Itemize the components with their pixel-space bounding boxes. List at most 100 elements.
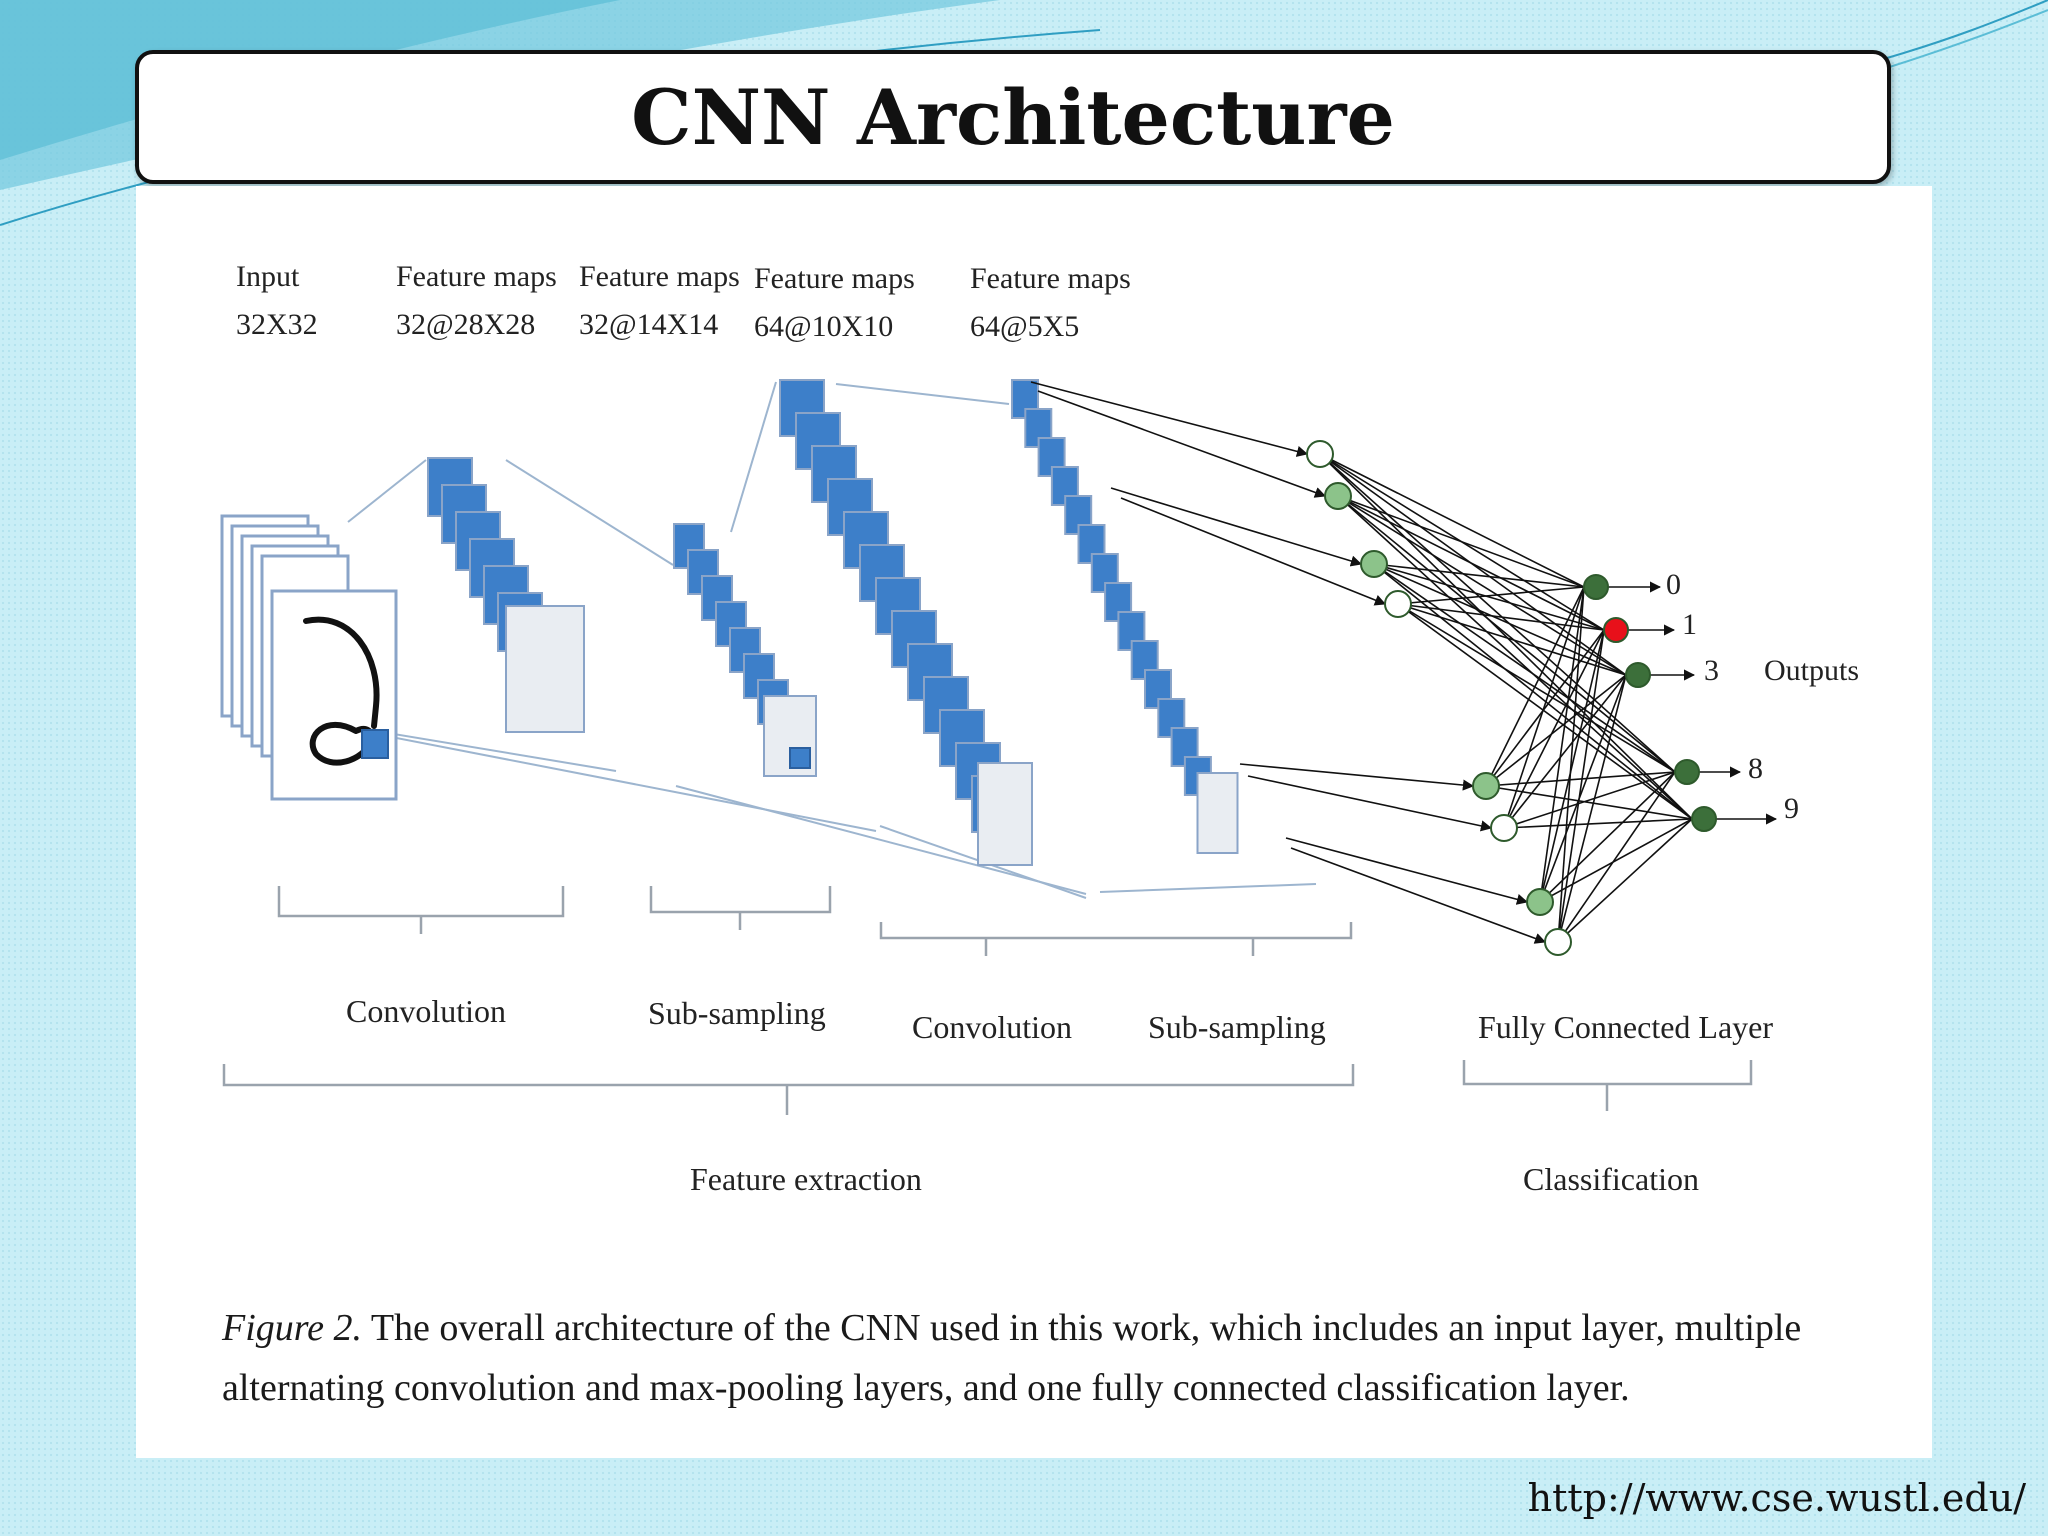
fully-connected-edges bbox=[1030, 381, 1778, 944]
layer-label-input-size: 32X32 bbox=[236, 308, 318, 341]
fully-connected-nodes bbox=[1306, 440, 1717, 956]
operation-convolution-2: Convolution bbox=[912, 1009, 1072, 1045]
group-classification: Classification bbox=[1523, 1161, 1699, 1197]
operation-convolution-1: Convolution bbox=[346, 993, 506, 1029]
output-labels: 0 1 3 Outputs 8 9 bbox=[1666, 568, 1859, 825]
layer-label-c1-size: 32@28X28 bbox=[396, 308, 535, 341]
layer-label-s1-size: 32@14X14 bbox=[579, 308, 718, 341]
connection-line bbox=[1539, 629, 1605, 903]
connection-line bbox=[1485, 771, 1676, 787]
figure-caption: Figure 2. The overall architecture of th… bbox=[222, 1298, 1882, 1418]
output-label-1: 1 bbox=[1682, 608, 1697, 641]
output-neuron bbox=[1674, 759, 1700, 785]
hidden-neuron bbox=[1544, 928, 1572, 956]
group-feature-extraction: Feature extraction bbox=[690, 1161, 922, 1197]
connection-line bbox=[1397, 603, 1627, 676]
connection-line bbox=[1397, 603, 1693, 820]
output-label-9: 9 bbox=[1784, 792, 1799, 825]
feature-map-stack-c2 bbox=[779, 379, 1033, 866]
connection-line bbox=[1319, 453, 1676, 773]
connection-line bbox=[1539, 771, 1676, 903]
layer-label-s2-size: 64@5X5 bbox=[970, 310, 1079, 343]
feature-map-stack-s1 bbox=[673, 523, 817, 777]
receptive-field bbox=[789, 747, 811, 769]
title-box: CNN Architecture bbox=[135, 50, 1891, 184]
input-layer-stack bbox=[220, 514, 398, 801]
connection-line bbox=[1485, 586, 1585, 787]
connection-line bbox=[1373, 563, 1605, 631]
figure-panel: Input 32X32 Feature maps 32@28X28 Featur… bbox=[136, 186, 1932, 1458]
connection-line bbox=[1337, 495, 1627, 676]
operation-subsampling-2: Sub-sampling bbox=[1148, 1009, 1326, 1045]
connection-line bbox=[1503, 586, 1585, 829]
connection-line bbox=[1557, 771, 1676, 943]
output-neuron bbox=[1691, 806, 1717, 832]
hidden-neuron bbox=[1324, 482, 1352, 510]
cnn-diagram: Input 32X32 Feature maps 32@28X28 Featur… bbox=[220, 260, 1859, 1197]
hidden-neuron bbox=[1360, 550, 1388, 578]
output-neuron bbox=[1583, 574, 1609, 600]
layer-label-c1-name: Feature maps bbox=[396, 260, 557, 293]
layer-label-s1-name: Feature maps bbox=[579, 260, 740, 293]
connection-line bbox=[1373, 563, 1676, 773]
layer-label-c2-name: Feature maps bbox=[754, 262, 915, 295]
connection-line bbox=[1373, 563, 1585, 588]
connection-line bbox=[1285, 837, 1529, 905]
layer-label-c2-size: 64@10X10 bbox=[754, 310, 893, 343]
connection-line bbox=[1557, 674, 1627, 943]
output-label-8: 8 bbox=[1748, 752, 1763, 785]
connection-line bbox=[1485, 785, 1693, 820]
feature-map-stack-c1 bbox=[427, 457, 585, 733]
connection-line bbox=[1557, 818, 1693, 943]
connection-line bbox=[1503, 771, 1676, 829]
feature-map-stack-s2 bbox=[1011, 379, 1239, 854]
caption-label: Figure 2. bbox=[222, 1307, 363, 1349]
hidden-neuron bbox=[1306, 440, 1334, 468]
connection-line bbox=[1337, 495, 1693, 820]
connection-line bbox=[1503, 674, 1627, 829]
connection-line bbox=[1539, 586, 1585, 903]
layer-label-input-name: Input bbox=[236, 260, 300, 293]
connection-line bbox=[1290, 847, 1547, 944]
feature-map bbox=[859, 544, 905, 602]
connection-line bbox=[1030, 381, 1309, 457]
hidden-neuron bbox=[1490, 814, 1518, 842]
feature-map-front bbox=[977, 762, 1033, 866]
operation-labels: Convolution Sub-sampling Convolution Sub… bbox=[346, 993, 1773, 1197]
connection-line bbox=[1037, 390, 1327, 498]
connection-line bbox=[1485, 629, 1605, 787]
connection-line bbox=[1557, 629, 1605, 943]
connection-line bbox=[1337, 495, 1585, 588]
feature-map-front bbox=[1196, 772, 1239, 854]
connection-line bbox=[1110, 487, 1363, 567]
connection-line bbox=[1319, 453, 1585, 588]
outputs-title: Outputs bbox=[1764, 654, 1859, 687]
connection-line bbox=[1397, 603, 1605, 631]
caption-text: The overall architecture of the CNN used… bbox=[222, 1307, 1802, 1409]
connection-line bbox=[1485, 674, 1627, 787]
receptive-field bbox=[361, 729, 389, 759]
layer-label-s2-name: Feature maps bbox=[970, 262, 1131, 295]
connection-line bbox=[1337, 495, 1605, 631]
feature-map-front bbox=[505, 605, 585, 733]
connection-line bbox=[1397, 586, 1585, 605]
slide-title: CNN Architecture bbox=[631, 72, 1395, 162]
layer-labels: Input 32X32 Feature maps 32@28X28 Featur… bbox=[236, 260, 1131, 343]
operation-fully-connected: Fully Connected Layer bbox=[1478, 1009, 1773, 1045]
hidden-neuron bbox=[1384, 590, 1412, 618]
connection-line bbox=[1557, 586, 1585, 943]
connection-line bbox=[1239, 763, 1475, 791]
connection-line bbox=[1397, 603, 1676, 773]
hidden-neuron bbox=[1472, 772, 1500, 800]
connection-line bbox=[1503, 629, 1605, 829]
connection-line bbox=[1319, 453, 1693, 820]
operation-subsampling-1: Sub-sampling bbox=[648, 995, 826, 1031]
connection-line bbox=[1120, 497, 1387, 606]
connection-line bbox=[1337, 495, 1676, 773]
connection-line bbox=[1503, 818, 1693, 829]
output-neuron bbox=[1603, 617, 1629, 643]
hidden-neuron bbox=[1526, 888, 1554, 916]
output-neuron bbox=[1625, 662, 1651, 688]
connection-line bbox=[1247, 775, 1493, 832]
operation-brackets bbox=[222, 886, 1753, 1115]
